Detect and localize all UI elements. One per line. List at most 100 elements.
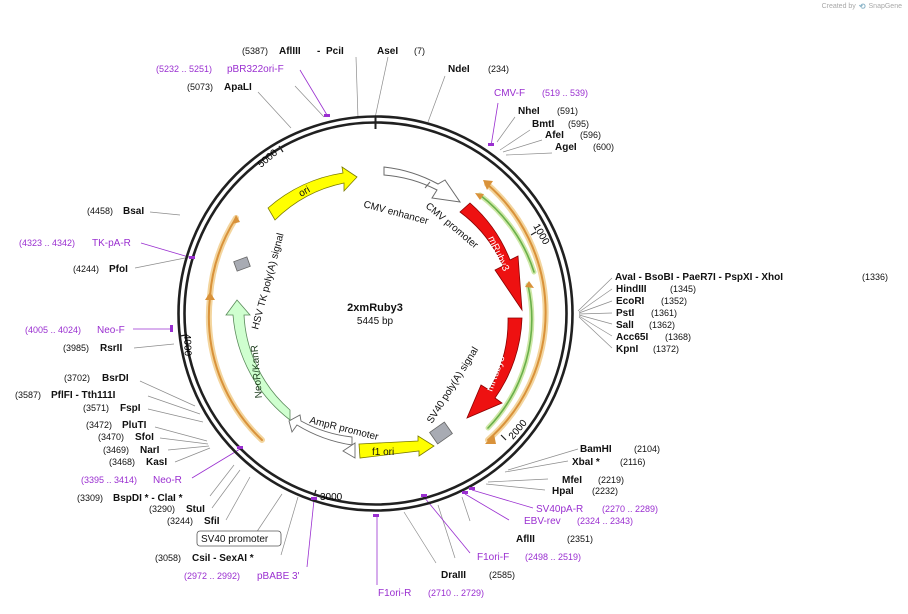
credit-text: Created by [821,3,856,10]
site-mfei: MfeI [562,475,582,486]
site-pcii: PciI [326,46,344,57]
plasmid-length: 5445 bp [357,316,394,327]
site-pfoi: PfoI [109,264,128,275]
pos-nhei: (591) [557,106,578,116]
cmv-arrow [383,166,462,203]
primer-leaders [133,69,534,585]
primer-ebvrev: EBV-rev [524,516,561,527]
pos-bspdi: (3309) [77,493,103,503]
site-bsrdi: BsrDI [102,373,129,384]
site-agei: AgeI [555,142,577,153]
pos-tkpa: (4323 .. 4342) [19,238,75,248]
site-hpai: HpaI [552,486,574,497]
pos-ndei: (234) [488,64,509,74]
pos-bsai: (4458) [87,206,113,216]
site-acc65i: Acc65I [616,332,648,343]
pos-sfii: (3244) [167,516,193,526]
pos-pfoi: (4244) [73,264,99,274]
sv40-polya-box[interactable] [429,421,453,445]
site-csii: CsiI - SexAI * [192,553,254,564]
pos-neor-primer: (3395 .. 3414) [81,475,137,485]
pos-afei: (596) [580,130,601,140]
site-nari: NarI [140,445,160,456]
pos-pbabe: (2972 .. 2992) [184,571,240,581]
site-aflii: AflII [516,534,535,545]
ampr-promoter-arrow [288,414,353,446]
pos-fspi: (3571) [83,403,109,413]
pos-sfoi: (3470) [98,432,124,442]
primer-neof: Neo-F [97,325,125,336]
pos-xbai: (2116) [620,457,645,467]
pos-hpai: (2232) [592,486,618,496]
site-labels: (5387) AflIII - PciI AseI (7) NdeI (234)… [15,46,888,599]
site-bspdi: BspDI * - ClaI * [113,493,183,504]
hsv-tk-polya-box[interactable] [233,256,251,272]
pos-draiii: (2585) [489,570,515,580]
ampr-small-arrow [342,442,356,459]
ori-arrow[interactable] [267,166,358,221]
primer-cmvf: CMV-F [494,88,525,99]
leader-lines [133,56,613,564]
primer-neor: Neo-R [153,475,182,486]
plasmid-name: 2xmRuby3 [347,302,403,314]
label-ori: ori [297,185,312,200]
pos-csii: (3058) [155,553,181,563]
pos-aflii: (2351) [567,534,593,544]
primer-pbabe: pBABE 3' [257,571,300,582]
tick-marks [179,116,537,497]
site-afei: AfeI [545,130,564,141]
pos-kasi: (3468) [109,457,135,467]
credit-brand: SnapGene [868,3,902,10]
site-stui: StuI [186,504,205,515]
site-ndei: NdeI [448,64,470,75]
primer-marks [170,114,494,517]
tick-label-3000: 3000 [320,492,343,503]
pos-ecori: (1352) [661,296,687,306]
pos-neof: (4005 .. 4024) [25,325,81,335]
site-sfoi: SfoI [135,432,154,443]
pos-psti: (1361) [651,308,677,318]
site-draiii: DraIII [441,570,466,581]
site-pluti: PluTI [122,420,147,431]
snapgene-credit: Created by ⟲ SnapGene [822,2,902,11]
site-kasi: KasI [146,457,167,468]
pos-pluti: (3472) [86,420,112,430]
pos-kpni: (1372) [653,344,679,354]
site-apali: ApaLI [224,82,252,93]
mruby3-feature-1[interactable] [459,202,523,312]
primer-f1orif: F1ori-F [477,552,509,563]
site-sfii: SfiI [204,516,220,527]
orf-arcs [205,181,549,443]
site-hindiii: HindIII [616,284,647,295]
pos-bamhi: (2104) [634,444,660,454]
site-xbai: XbaI * [572,457,600,468]
primer-f1orir: F1ori-R [378,588,411,599]
pos-sv40par: (2270 .. 2289) [602,504,658,514]
site-bamhi: BamHI [580,444,612,455]
site-rsrii: RsrII [100,343,122,354]
pos-aval: (1336) [862,272,888,282]
site-sali: SalI [616,320,634,331]
mruby3-feature-2[interactable] [466,317,523,419]
tick-label-4000: 4000 [181,334,193,357]
site-bsai: BsaI [123,206,144,217]
site-fspi: FspI [120,403,141,414]
label-cmv-enhancer: CMV enhancer [362,199,430,227]
pos-pbr322ori: (5232 .. 5251) [156,64,212,74]
label-f1-ori: f1 ori [372,447,394,458]
pos-apali: (5073) [187,82,213,92]
pos-rsrii: (3985) [63,343,89,353]
f1-ori-arrow[interactable] [358,435,435,459]
pos-f1orif: (2498 .. 2519) [525,552,581,562]
neor-kanr-arrow[interactable] [225,299,291,421]
pos-afliii: (5387) [242,46,268,56]
site-dash: - [317,46,320,57]
site-bmti: BmtI [532,119,554,130]
site-psti: PstI [616,308,635,319]
snapgene-logo-icon: ⟲ [858,2,866,11]
sv40-promoter-box[interactable] [196,530,282,547]
cmv-divider [424,181,431,189]
pos-agei: (600) [593,142,614,152]
